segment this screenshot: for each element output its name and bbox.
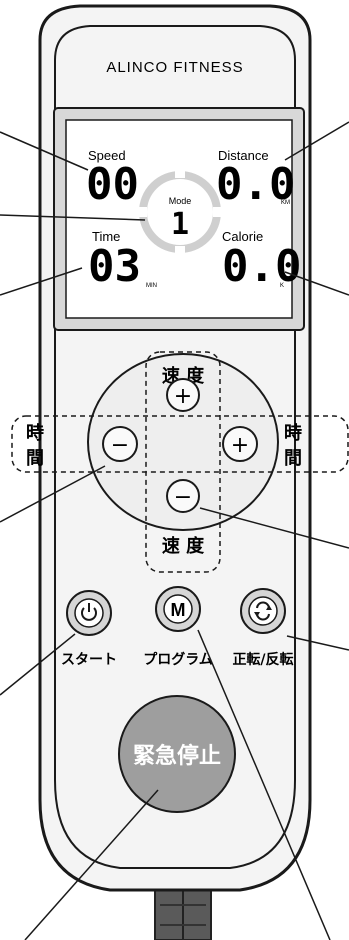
- distance-label: Distance: [218, 148, 269, 163]
- calorie-unit: K: [280, 283, 284, 289]
- emergency-stop-label: 緊急停止: [133, 743, 221, 769]
- time-right-label-2: 間: [284, 448, 302, 469]
- speed-up-button[interactable]: +: [166, 378, 200, 412]
- program-button[interactable]: M: [155, 586, 201, 632]
- minus-icon: −: [174, 485, 192, 510]
- mode-value: 1: [171, 207, 189, 242]
- plus-icon: +: [231, 433, 249, 458]
- program-label: プログラム: [143, 651, 213, 668]
- time-value: 03: [88, 241, 141, 292]
- start-label: スタート: [61, 652, 117, 668]
- time-up-button[interactable]: +: [222, 426, 258, 462]
- speed-down-label: 速 度: [162, 535, 205, 557]
- time-unit: MIN: [146, 283, 157, 289]
- time-label: Time: [92, 229, 120, 244]
- dpad: 速 度 速 度 時 間 時 間 + − − +: [11, 351, 349, 573]
- speed-down-button[interactable]: −: [166, 479, 200, 513]
- brand-logo: ALINCO FITNESS: [106, 59, 243, 76]
- rotate-icon: [254, 601, 272, 621]
- m-icon: M: [171, 600, 186, 620]
- distance-unit: KM: [281, 200, 290, 206]
- mode-ring: [137, 168, 223, 256]
- mode-label: Mode: [169, 196, 192, 206]
- reverse-label: 正転/反転: [232, 651, 293, 668]
- reverse-button[interactable]: [240, 588, 286, 634]
- plus-icon: +: [174, 384, 192, 409]
- speed-value: 00: [86, 159, 139, 210]
- callout-lines: [0, 121, 349, 940]
- power-icon: [81, 603, 97, 621]
- emergency-stop-button[interactable]: 緊急停止: [118, 695, 236, 813]
- lcd-display: Speed 00 Distance 0.0 KM Mode 1 Time 03 …: [53, 107, 305, 331]
- calorie-value: 0.0: [222, 241, 301, 292]
- start-button[interactable]: [66, 590, 112, 636]
- time-left-label-2: 間: [26, 448, 44, 469]
- speed-label: Speed: [88, 148, 126, 163]
- calorie-label: Calorie: [222, 229, 263, 244]
- time-right-label-1: 時: [284, 423, 302, 444]
- distance-value: 0.0: [216, 159, 295, 210]
- time-down-button[interactable]: −: [102, 426, 138, 462]
- minus-icon: −: [111, 433, 129, 458]
- time-left-label-1: 時: [26, 423, 44, 444]
